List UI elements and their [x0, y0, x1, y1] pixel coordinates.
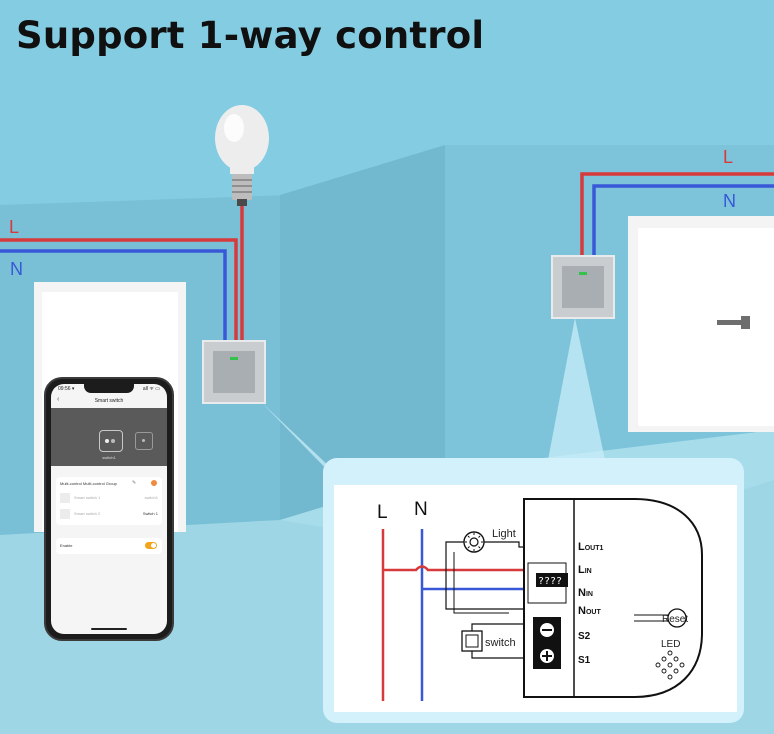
- terminal-nout: NOUT: [578, 605, 601, 617]
- switch-symbol: switch: [461, 623, 539, 659]
- terminal-lout1: LOUT1: [578, 541, 604, 553]
- group-card: Multi-control Multi-control Group ✎ Smar…: [56, 477, 162, 525]
- terminal-nin: NIN: [578, 587, 593, 599]
- toggle-knob: [151, 543, 156, 548]
- wiring-diagram: L N Light switch: [377, 498, 703, 701]
- row-value: switch1: [144, 495, 158, 500]
- switch-label: switch: [485, 637, 516, 649]
- switch-dot-icon: [105, 439, 109, 443]
- right-wire-set: [580, 172, 774, 260]
- left-live-label: L: [9, 217, 20, 237]
- smartphone: 09:56 ▾ all ᯤ ▭ ‹ Smart switch switch1 M…: [44, 377, 174, 641]
- device-label: switch1: [102, 455, 116, 460]
- light-label: Light: [492, 528, 516, 540]
- reset-label: Reset: [662, 614, 688, 625]
- list-item[interactable]: Smart switch 1 switch1: [60, 491, 158, 505]
- terminal-lin: LIN: [578, 564, 592, 576]
- back-icon[interactable]: ‹: [57, 396, 60, 403]
- right-door: [638, 228, 774, 426]
- light-bulb: [215, 105, 269, 206]
- phone-status-time: 09:56 ▾: [58, 386, 75, 392]
- enable-card: Enable: [56, 538, 162, 554]
- add-icon[interactable]: [151, 480, 157, 486]
- terminal-labels: LOUT1 LIN NIN NOUT S2 S1: [578, 541, 604, 666]
- led-holes: [655, 650, 685, 680]
- diagram-live-label: L: [377, 502, 388, 523]
- smart-module: ????: [523, 498, 703, 698]
- page-title: Support 1-way control: [16, 14, 485, 57]
- right-neutral-wire: [592, 184, 774, 260]
- switch-indicator: [579, 272, 587, 275]
- phone-screen: 09:56 ▾ all ᯤ ▭ ‹ Smart switch switch1 M…: [51, 384, 167, 634]
- door-handle: [717, 320, 745, 325]
- right-neutral-label: N: [723, 191, 736, 211]
- switch-dot-icon: [111, 439, 115, 443]
- phone-status-icons: all ᯤ ▭: [142, 386, 160, 392]
- home-indicator: [91, 628, 127, 630]
- phone-screen-title: Smart switch: [94, 398, 124, 404]
- group-header: Multi-control Multi-control Group: [60, 481, 117, 486]
- left-wire-set: [0, 205, 244, 345]
- phone-notch: [84, 384, 134, 393]
- left-wall-switch: [202, 340, 266, 404]
- switch-dot-icon: [142, 439, 145, 442]
- right-live-label: L: [723, 147, 734, 167]
- device-thumb: [60, 509, 70, 519]
- right-wall-switch: [551, 255, 615, 319]
- enable-label: Enable: [60, 543, 73, 548]
- row-value: Switch 1: [142, 511, 158, 516]
- switch-button-2[interactable]: [135, 432, 153, 450]
- left-neutral-wire: [0, 249, 227, 345]
- enable-toggle[interactable]: [145, 542, 157, 549]
- model-mark: ????: [538, 576, 562, 587]
- model-mark-box: [536, 573, 568, 587]
- right-live-wire: [580, 172, 774, 260]
- left-neutral-label: N: [10, 259, 23, 279]
- terminal-s2: S2: [578, 631, 591, 642]
- list-item[interactable]: Smart switch 2 Switch 1: [60, 507, 158, 521]
- reset-button: Reset: [634, 608, 688, 628]
- left-live-wire: [0, 238, 238, 345]
- terminal-s1: S1: [578, 655, 591, 666]
- switch-button-1[interactable]: [99, 430, 123, 452]
- callout-pointer-right: [548, 318, 605, 460]
- edit-icon[interactable]: ✎: [132, 480, 137, 486]
- led-label: LED: [661, 639, 680, 650]
- light-load: Light: [445, 528, 524, 614]
- device-thumb: [60, 493, 70, 503]
- device-panel: switch1: [51, 408, 167, 466]
- row-name: Smart switch 1: [74, 495, 101, 500]
- switch-indicator: [230, 357, 238, 360]
- row-name: Smart switch 2: [74, 511, 101, 516]
- diagram-neutral-label: N: [414, 499, 428, 520]
